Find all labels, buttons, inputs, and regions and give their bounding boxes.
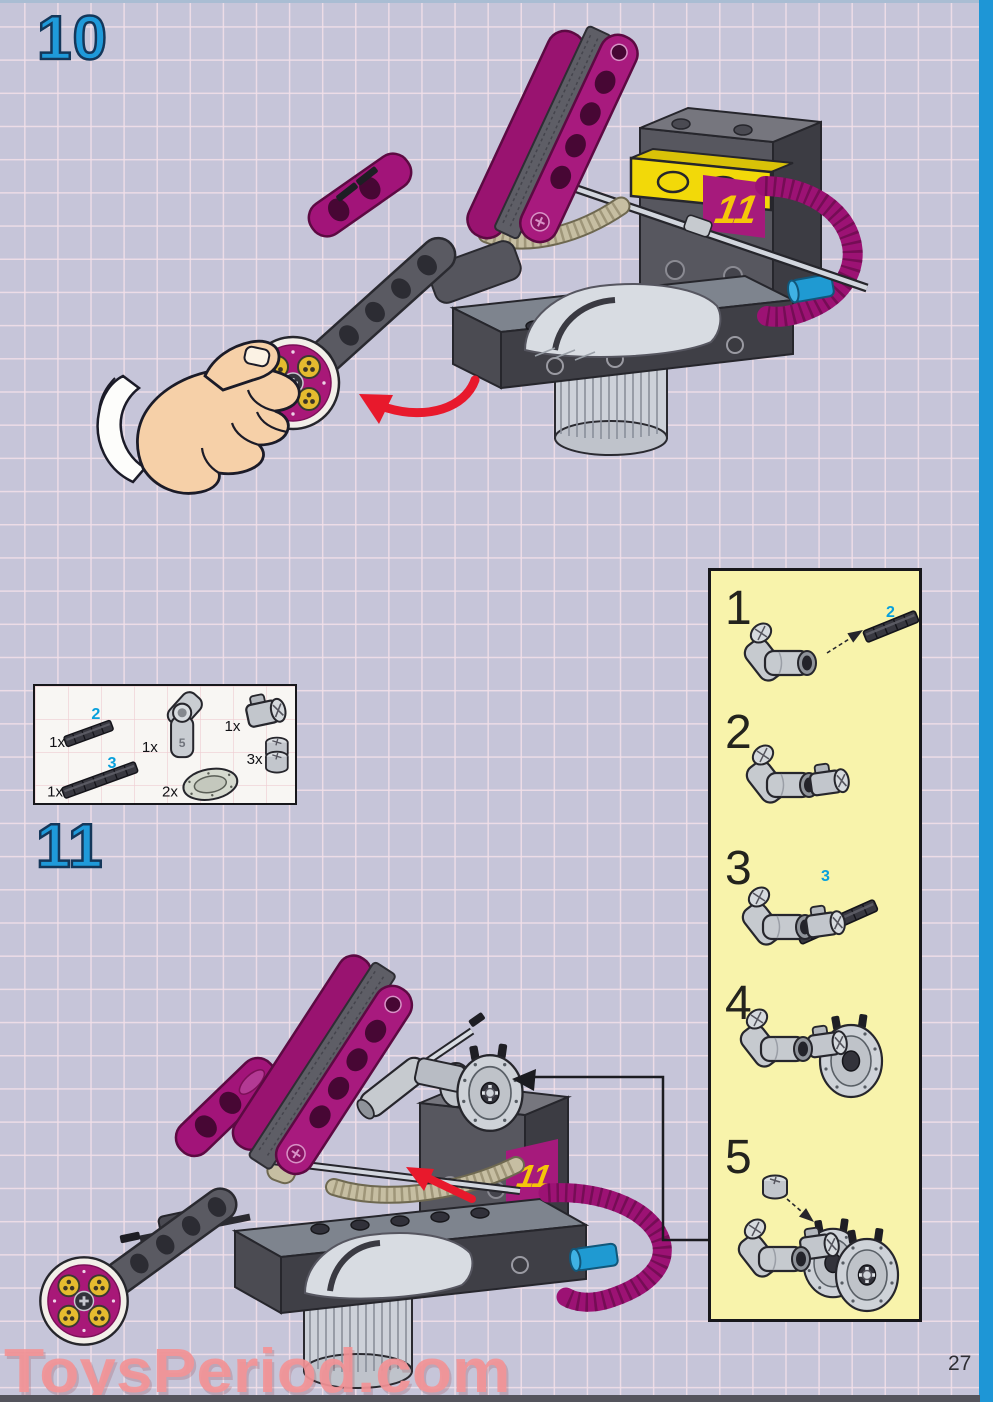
substep-4-number: 4 [725, 977, 752, 1030]
sticker-11: 11 [703, 175, 765, 238]
part-qty: 3x [247, 751, 263, 768]
substep-1-callout: 2 [886, 604, 895, 621]
red-arrow [406, 1167, 476, 1203]
step-11-number: 11 [35, 812, 104, 881]
part-qty: 1x [142, 739, 158, 756]
part-qty: 1x [47, 783, 63, 800]
step-11-illustration: 11 [38, 954, 716, 1389]
magenta-beam-small [174, 1056, 278, 1158]
substep-1-number: 1 [725, 582, 752, 635]
page-number: 27 [948, 1352, 972, 1375]
callout-leader-line [512, 1069, 716, 1242]
bushing-part [265, 750, 289, 774]
magenta-beam-small [307, 152, 413, 238]
white-axle [271, 1157, 521, 1195]
hand [96, 339, 301, 495]
magenta-hose [538, 1183, 672, 1312]
substep-5-number: 5 [725, 1131, 752, 1184]
decorated-disc [38, 1255, 130, 1347]
part-callout-2: 2 [91, 705, 100, 723]
gray-arm [86, 1187, 238, 1307]
top-edge [0, 0, 993, 3]
substep-3-number: 3 [725, 842, 752, 895]
substep-3-callout: 3 [821, 868, 830, 885]
bottom-edge [0, 1395, 980, 1402]
part-callout-3: 3 [108, 754, 117, 772]
substep-5-illustration [733, 1174, 900, 1313]
axle-5-part [60, 760, 140, 800]
step-10-number: 10 [36, 4, 108, 73]
substeps-panel: 1 2 3 4 5 2 3 [708, 568, 922, 1322]
substep-2-illustration [741, 740, 852, 808]
axle-3-part [62, 719, 115, 748]
magenta-beam-front [519, 33, 639, 244]
magenta-beam-cluster [231, 954, 414, 1176]
right-edge-band [979, 0, 993, 1402]
part-qty: 2x [162, 783, 178, 800]
red-rotation-arrow [359, 375, 480, 424]
fender-panel [523, 283, 722, 361]
mold-number: 5 [179, 736, 186, 750]
parts-box-graphics: 2 1x 3 1x 5 1x 1x 3x [47, 688, 289, 801]
angled-liftarm-part: 5 [166, 691, 203, 759]
substep-2-number: 2 [725, 706, 752, 759]
long-axle [540, 172, 869, 293]
gray-elbow [428, 240, 522, 304]
substeps-graphics: 2 3 [733, 604, 919, 1313]
axle-joiner-part [242, 688, 289, 730]
part-qty: 1x [224, 718, 240, 735]
blue-pin [787, 273, 835, 304]
parts-callout-box: 2 1x 3 1x 5 1x 1x 3x [33, 684, 297, 805]
wheel-hub-part [182, 767, 239, 801]
black-pins [336, 166, 378, 202]
watermark: ToysPeriod.com [4, 1337, 511, 1402]
wheel-hub-subassembly [356, 1012, 524, 1132]
fender-panel [303, 1232, 474, 1300]
tan-hose [477, 196, 631, 250]
step-10-illustration: 11 [96, 25, 869, 495]
substep-3-illustration: 3 [737, 868, 879, 950]
substep-1-illustration: 2 [739, 604, 919, 686]
blue-pin [569, 1242, 619, 1272]
substep-4-illustration [735, 1004, 884, 1099]
sticker-label: 11 [712, 187, 761, 232]
part-qty: 1x [49, 734, 65, 751]
